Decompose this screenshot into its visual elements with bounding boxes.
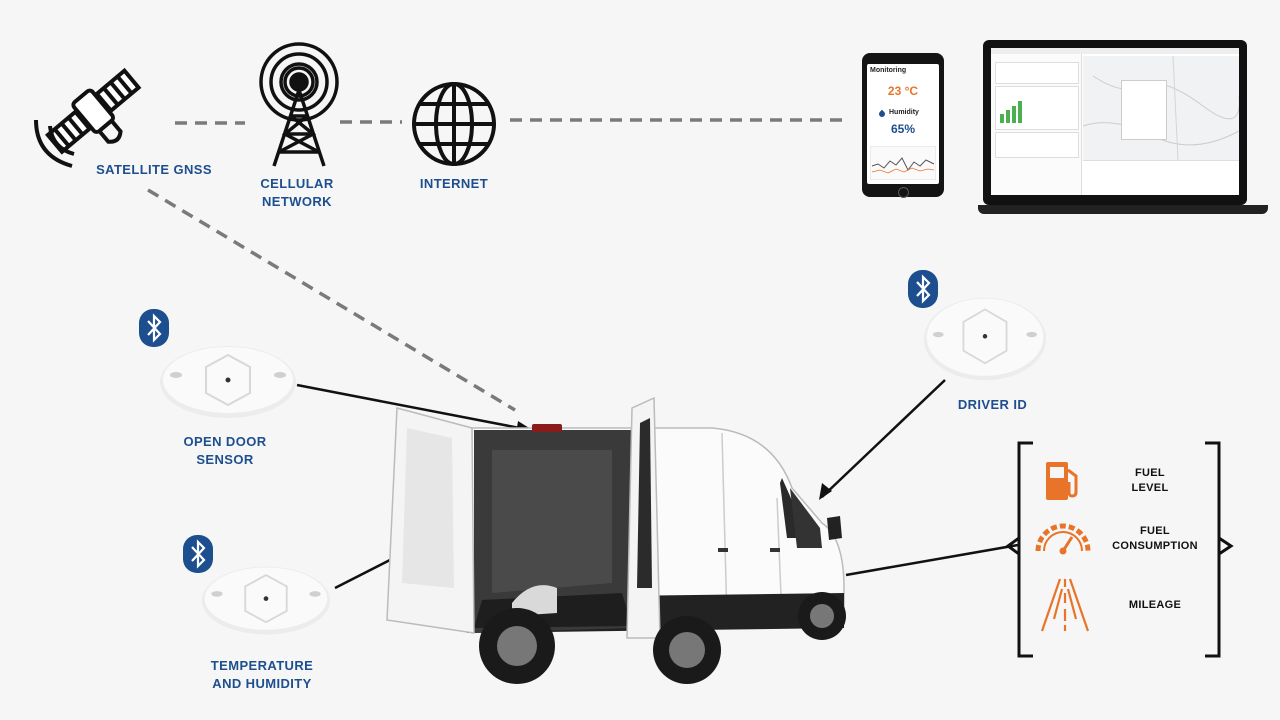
temperature-label: TEMPERATURE AND HUMIDITY — [188, 657, 336, 693]
fuel-consumption-label-line-2: CONSUMPTION — [1112, 540, 1198, 552]
phone-graph — [870, 146, 936, 180]
driver-id-device — [923, 297, 1047, 381]
van-image — [386, 396, 846, 684]
temperature-sensor-device — [201, 566, 331, 635]
bluetooth-icon-door — [139, 309, 169, 347]
phone: Monitoring 23 °C Humidity 65% — [862, 53, 944, 198]
internet-label: INTERNET — [419, 176, 489, 191]
laptop-bars — [1000, 101, 1022, 123]
data-bracket — [1005, 441, 1234, 658]
satellite-label: SATELLITE GNSS — [96, 162, 212, 177]
fuel-level-label-line-1: FUEL — [1135, 467, 1165, 479]
temperature-label-line-1: TEMPERATURE — [210, 658, 314, 673]
temperature-label-line-2: AND HUMIDITY — [212, 676, 312, 691]
mileage-label: MILEAGE — [1128, 599, 1182, 611]
bluetooth-icon-driver — [908, 270, 938, 308]
globe-icon — [412, 82, 496, 166]
laptop — [978, 40, 1268, 218]
cellular-label: CELLULAR NETWORK — [232, 175, 362, 211]
laptop-screen — [991, 48, 1239, 195]
phone-title: Monitoring — [870, 67, 907, 74]
door-sensor-label-line-1: OPEN DOOR — [183, 434, 267, 449]
door-sensor-device — [160, 346, 296, 418]
door-sensor-label: OPEN DOOR SENSOR — [155, 433, 295, 469]
droplet-icon — [877, 109, 887, 119]
cellular-label-line-2: NETWORK — [262, 194, 332, 209]
phone-screen: Monitoring 23 °C Humidity 65% — [867, 64, 939, 184]
fuel-consumption-label: FUEL CONSUMPTION — [1100, 524, 1210, 554]
fuel-pump-icon — [1046, 462, 1078, 500]
fuel-level-label-line-2: LEVEL — [1131, 482, 1169, 494]
fuel-consumption-label-line-1: FUEL — [1140, 525, 1170, 537]
phone-temperature: 23 °C — [887, 84, 919, 98]
fuel-level-label: FUEL LEVEL — [1110, 466, 1190, 496]
cell-tower-icon — [259, 42, 339, 167]
cellular-label-line-1: CELLULAR — [260, 176, 334, 191]
phone-humidity-label: Humidity — [889, 109, 919, 116]
bluetooth-icon-temp — [183, 535, 213, 573]
driver-id-label: DRIVER ID — [957, 397, 1028, 412]
speedometer-icon — [1035, 523, 1091, 555]
satellite-icon — [34, 67, 142, 168]
phone-humidity: 65% — [890, 122, 916, 136]
door-sensor-label-line-2: SENSOR — [196, 452, 254, 467]
road-icon — [1040, 578, 1090, 632]
